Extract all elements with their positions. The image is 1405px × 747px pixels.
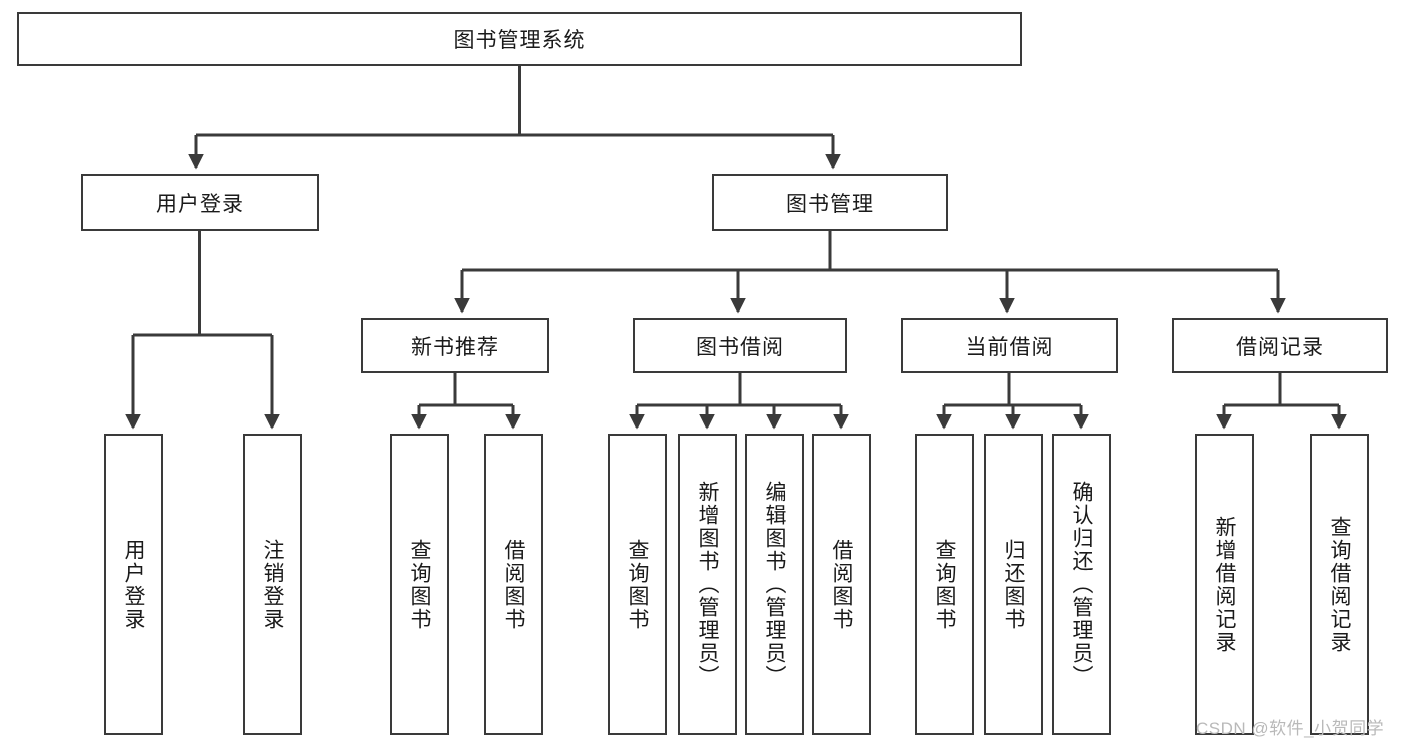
leaf-query-book-2[interactable]: 查询图书 [608, 434, 667, 735]
leaf-borrow-book-2[interactable]: 借阅图书 [812, 434, 871, 735]
leaf-return-book[interactable]: 归还图书 [984, 434, 1043, 735]
node-book-manage-label: 图书管理 [786, 192, 874, 216]
leaf-add-book[interactable]: 新增图书（管理员） [678, 434, 737, 735]
leaf-query-book-1-label: 查询图书 [408, 538, 431, 631]
leaf-add-book-label: 新增图书（管理员） [696, 481, 719, 688]
leaf-add-record[interactable]: 新增借阅记录 [1195, 434, 1254, 735]
leaf-logout[interactable]: 注销登录 [243, 434, 302, 735]
leaf-borrow-book-2-label: 借阅图书 [830, 538, 853, 631]
node-new-book-recommend-label: 新书推荐 [411, 335, 499, 359]
node-borrow-record[interactable]: 借阅记录 [1172, 318, 1388, 373]
node-root-label: 图书管理系统 [453, 29, 586, 52]
leaf-logout-label: 注销登录 [261, 538, 284, 631]
leaf-add-record-label: 新增借阅记录 [1213, 515, 1236, 654]
leaf-confirm-return[interactable]: 确认归还（管理员） [1052, 434, 1111, 735]
node-borrow-record-label: 借阅记录 [1236, 335, 1324, 359]
leaf-user-login[interactable]: 用户登录 [104, 434, 163, 735]
leaf-query-book-3[interactable]: 查询图书 [915, 434, 974, 735]
leaf-borrow-book-1[interactable]: 借阅图书 [484, 434, 543, 735]
node-book-borrow-label: 图书借阅 [696, 335, 784, 359]
leaf-borrow-book-1-label: 借阅图书 [502, 538, 525, 631]
node-root[interactable]: 图书管理系统 [17, 12, 1022, 66]
node-current-borrow[interactable]: 当前借阅 [901, 318, 1118, 373]
node-user-login-label: 用户登录 [156, 192, 244, 216]
leaf-confirm-return-label: 确认归还（管理员） [1070, 481, 1093, 688]
node-user-login[interactable]: 用户登录 [81, 174, 319, 231]
leaf-query-book-1[interactable]: 查询图书 [390, 434, 449, 735]
node-new-book-recommend[interactable]: 新书推荐 [361, 318, 549, 373]
node-book-manage[interactable]: 图书管理 [712, 174, 948, 231]
leaf-query-record-label: 查询借阅记录 [1328, 515, 1351, 654]
node-book-borrow[interactable]: 图书借阅 [633, 318, 847, 373]
leaf-user-login-label: 用户登录 [122, 538, 145, 631]
node-current-borrow-label: 当前借阅 [965, 335, 1054, 359]
leaf-edit-book[interactable]: 编辑图书（管理员） [745, 434, 804, 735]
leaf-query-book-3-label: 查询图书 [933, 538, 956, 631]
csdn-watermark: CSDN @软件_小贺同学 [1196, 719, 1385, 738]
leaf-return-book-label: 归还图书 [1002, 538, 1025, 631]
leaf-query-record[interactable]: 查询借阅记录 [1310, 434, 1369, 735]
leaf-edit-book-label: 编辑图书（管理员） [763, 481, 786, 688]
leaf-query-book-2-label: 查询图书 [626, 538, 649, 631]
